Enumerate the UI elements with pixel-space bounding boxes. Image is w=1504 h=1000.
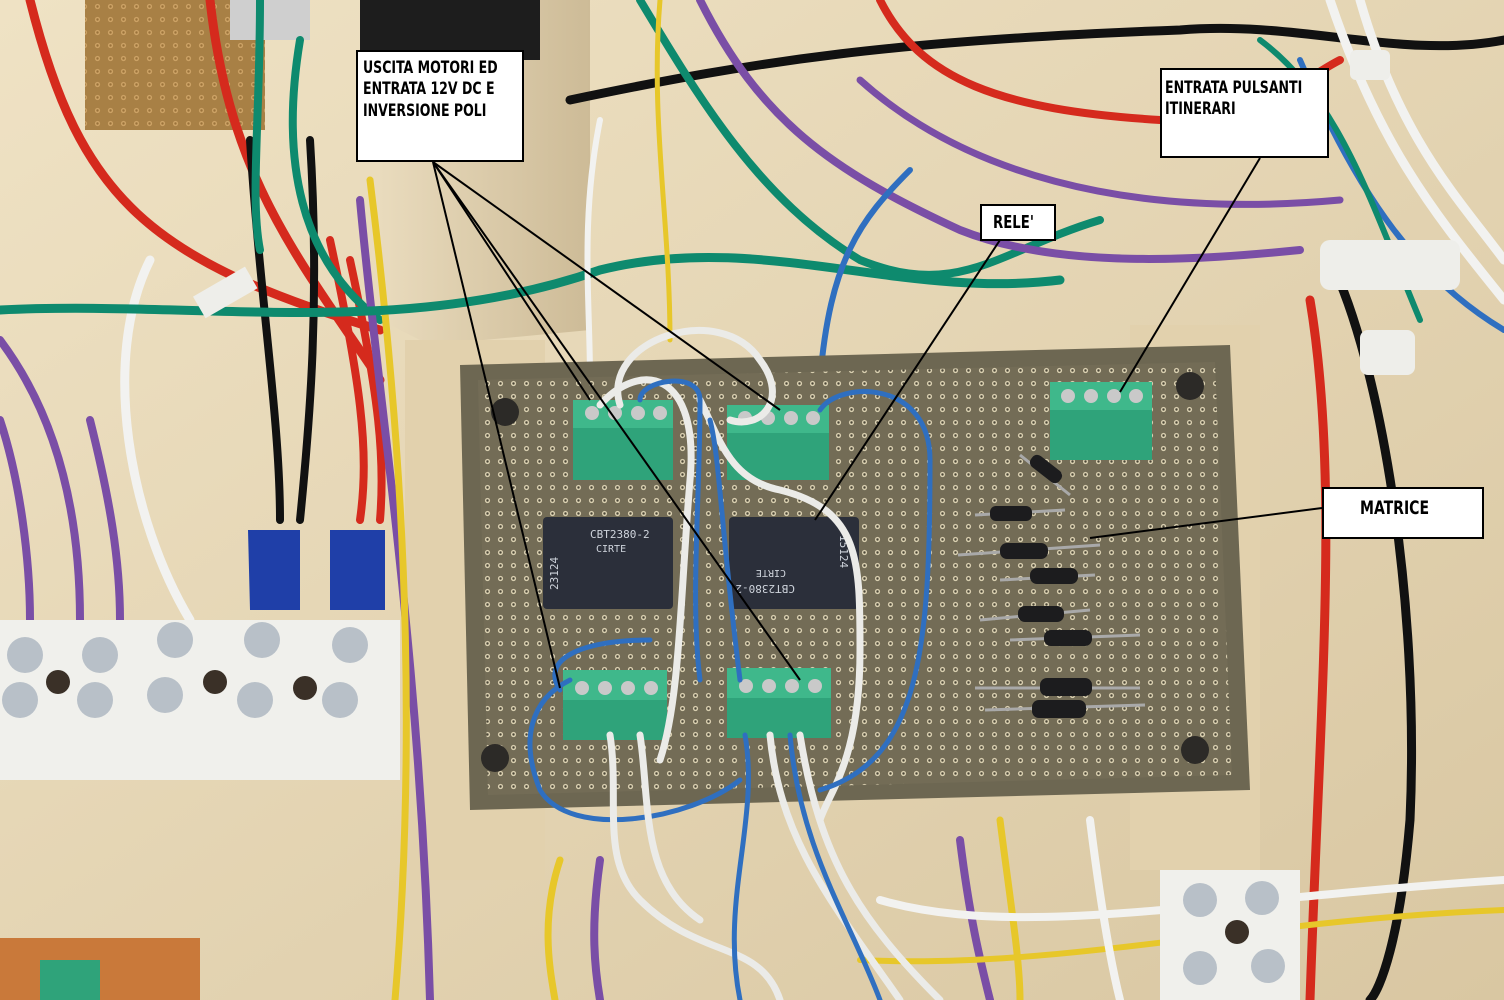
screw-terminals-left xyxy=(0,530,400,780)
callout-relay-label: RELE' xyxy=(993,212,1034,233)
callout-motor-output: USCITA MOTORI ED ENTRATA 12V DC E INVERS… xyxy=(356,50,524,162)
relay-right-model: CBT2380-2 xyxy=(735,582,795,595)
terminal-block-bottom-right xyxy=(727,668,831,738)
relay-left: CBT2380-2 CIRTE 23124 xyxy=(543,517,673,609)
leader-lines xyxy=(432,157,1323,689)
callout-matrix-label: MATRICE xyxy=(1360,497,1430,519)
callout-motor-output-line2: ENTRATA 12V DC E xyxy=(363,79,495,100)
callout-button-input-line1: ENTRATA PULSANTI xyxy=(1165,78,1303,98)
relay-right: CBT2380-2 CIRTE 15124 xyxy=(729,517,859,609)
bottom-left-pcb xyxy=(0,938,200,1000)
relay-left-model: CBT2380-2 xyxy=(590,528,650,541)
callout-button-input: ENTRATA PULSANTI ITINERARI xyxy=(1160,68,1329,158)
callout-button-input-line2: ITINERARI xyxy=(1165,99,1236,120)
relay-right-brand: CIRTE xyxy=(756,567,786,578)
cable-ties xyxy=(193,50,1460,375)
screw-terminals-bottom-right xyxy=(1160,870,1300,1000)
terminal-block-top-right xyxy=(727,405,829,480)
terminal-block-input xyxy=(1050,382,1152,460)
diodes xyxy=(990,454,1092,718)
terminal-block-top-left xyxy=(573,400,673,480)
terminal-block-bottom-left xyxy=(563,670,667,740)
relay-left-number: 23124 xyxy=(548,557,561,590)
callout-matrix: MATRICE xyxy=(1322,487,1484,539)
callout-relay: RELE' xyxy=(980,204,1056,241)
relay-left-brand: CIRTE xyxy=(596,544,626,555)
board-wires xyxy=(527,327,944,1000)
callout-motor-output-line1: USCITA MOTORI ED xyxy=(363,58,498,78)
terminal-blocks xyxy=(563,382,1152,740)
top-left-perfboard xyxy=(85,0,310,130)
callout-motor-output-line3: INVERSIONE POLI xyxy=(363,100,487,121)
